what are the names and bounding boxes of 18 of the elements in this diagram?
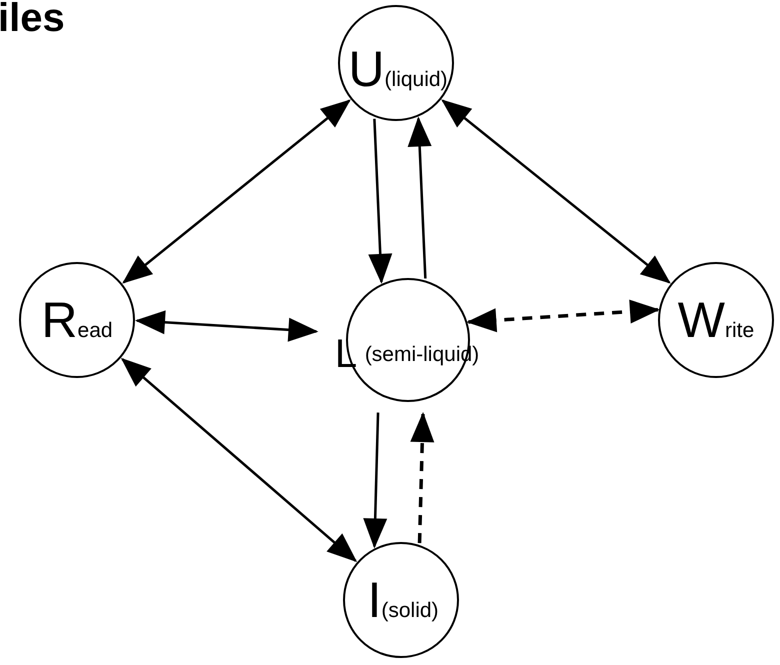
state-label: rite (725, 320, 754, 341)
arrow (368, 118, 392, 284)
state-letter: W (678, 295, 725, 345)
arrow (122, 99, 351, 284)
state-letter: U (348, 44, 385, 94)
state-letter: R (41, 295, 78, 345)
arrow (363, 412, 388, 548)
arrow (441, 99, 671, 284)
arrow (410, 412, 434, 544)
title: iles (0, 0, 65, 41)
arrow (135, 310, 318, 342)
arrow (120, 358, 358, 562)
state-label: ead (78, 320, 113, 341)
arrow (466, 300, 660, 332)
state-letter: I (367, 575, 382, 625)
state-label: (liquid) (384, 69, 448, 90)
arrow (408, 116, 432, 279)
state-label: (solid) (381, 600, 439, 621)
